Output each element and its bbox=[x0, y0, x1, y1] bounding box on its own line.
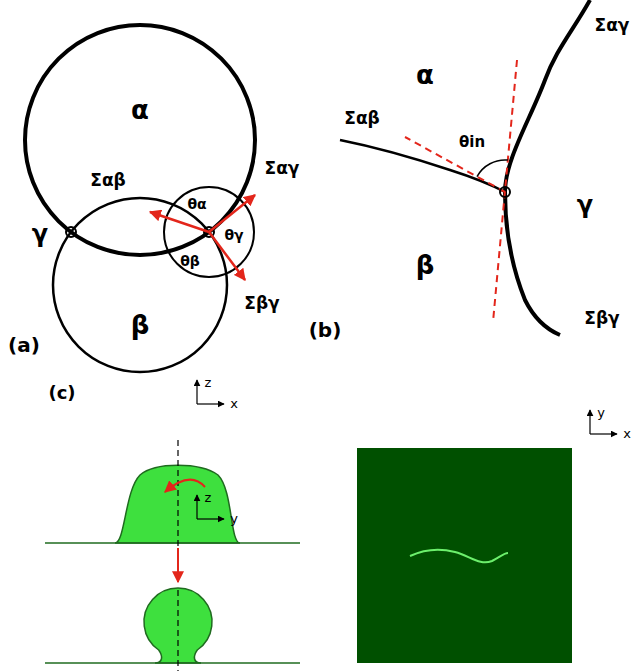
tension-label: Σβγ bbox=[244, 294, 279, 313]
axis-label: z bbox=[205, 376, 212, 390]
angle-arc bbox=[477, 160, 508, 177]
tension-vector bbox=[209, 195, 255, 232]
panel-label: (b) bbox=[309, 319, 342, 341]
phase-label: α bbox=[416, 61, 434, 90]
axis-label: x bbox=[623, 427, 631, 441]
beta-domain bbox=[53, 198, 227, 372]
tension-label: Σαβ bbox=[90, 171, 125, 190]
ridge-trace bbox=[410, 550, 508, 563]
rotation-arrow bbox=[165, 480, 205, 492]
down-arrow bbox=[177, 548, 179, 582]
tension-label: Σβγ bbox=[584, 309, 619, 328]
phase-label: γ bbox=[32, 221, 48, 247]
phase-label: α bbox=[131, 96, 149, 125]
axis-label: z bbox=[205, 491, 212, 505]
tension-label: Σαβ bbox=[344, 109, 379, 128]
top-view-field bbox=[357, 448, 572, 663]
axis-label: x bbox=[230, 397, 238, 411]
triple-point bbox=[66, 227, 76, 237]
panel-label: (c) bbox=[48, 383, 75, 403]
gamma-interface bbox=[505, 0, 590, 335]
axis-label: y bbox=[230, 512, 238, 526]
phase-label: γ bbox=[577, 192, 593, 218]
phase-label: β bbox=[131, 311, 150, 340]
axis-arrow bbox=[196, 380, 197, 404]
axis-arrow bbox=[589, 410, 590, 434]
axis-arrow bbox=[197, 518, 224, 519]
tangent-line bbox=[493, 60, 517, 322]
symmetry-axis bbox=[177, 590, 178, 671]
angle-label: θin bbox=[459, 134, 485, 151]
axis-arrow bbox=[197, 403, 224, 404]
substrate-line bbox=[45, 542, 300, 544]
angle-label: θβ bbox=[180, 254, 200, 269]
angle-label: θα bbox=[187, 197, 206, 212]
axis-label: y bbox=[597, 406, 605, 420]
panel-label: (a) bbox=[8, 334, 40, 356]
alpha-domain bbox=[25, 25, 255, 255]
axis-arrow bbox=[196, 495, 197, 519]
tension-vector bbox=[150, 212, 209, 232]
axis-arrow bbox=[590, 433, 617, 434]
phase-label: β bbox=[416, 251, 435, 280]
angle-label: θγ bbox=[224, 228, 243, 243]
tension-label: Σαγ bbox=[265, 159, 300, 178]
triple-point bbox=[500, 187, 510, 197]
tension-label: Σαγ bbox=[595, 16, 630, 35]
substrate-line bbox=[45, 662, 300, 664]
